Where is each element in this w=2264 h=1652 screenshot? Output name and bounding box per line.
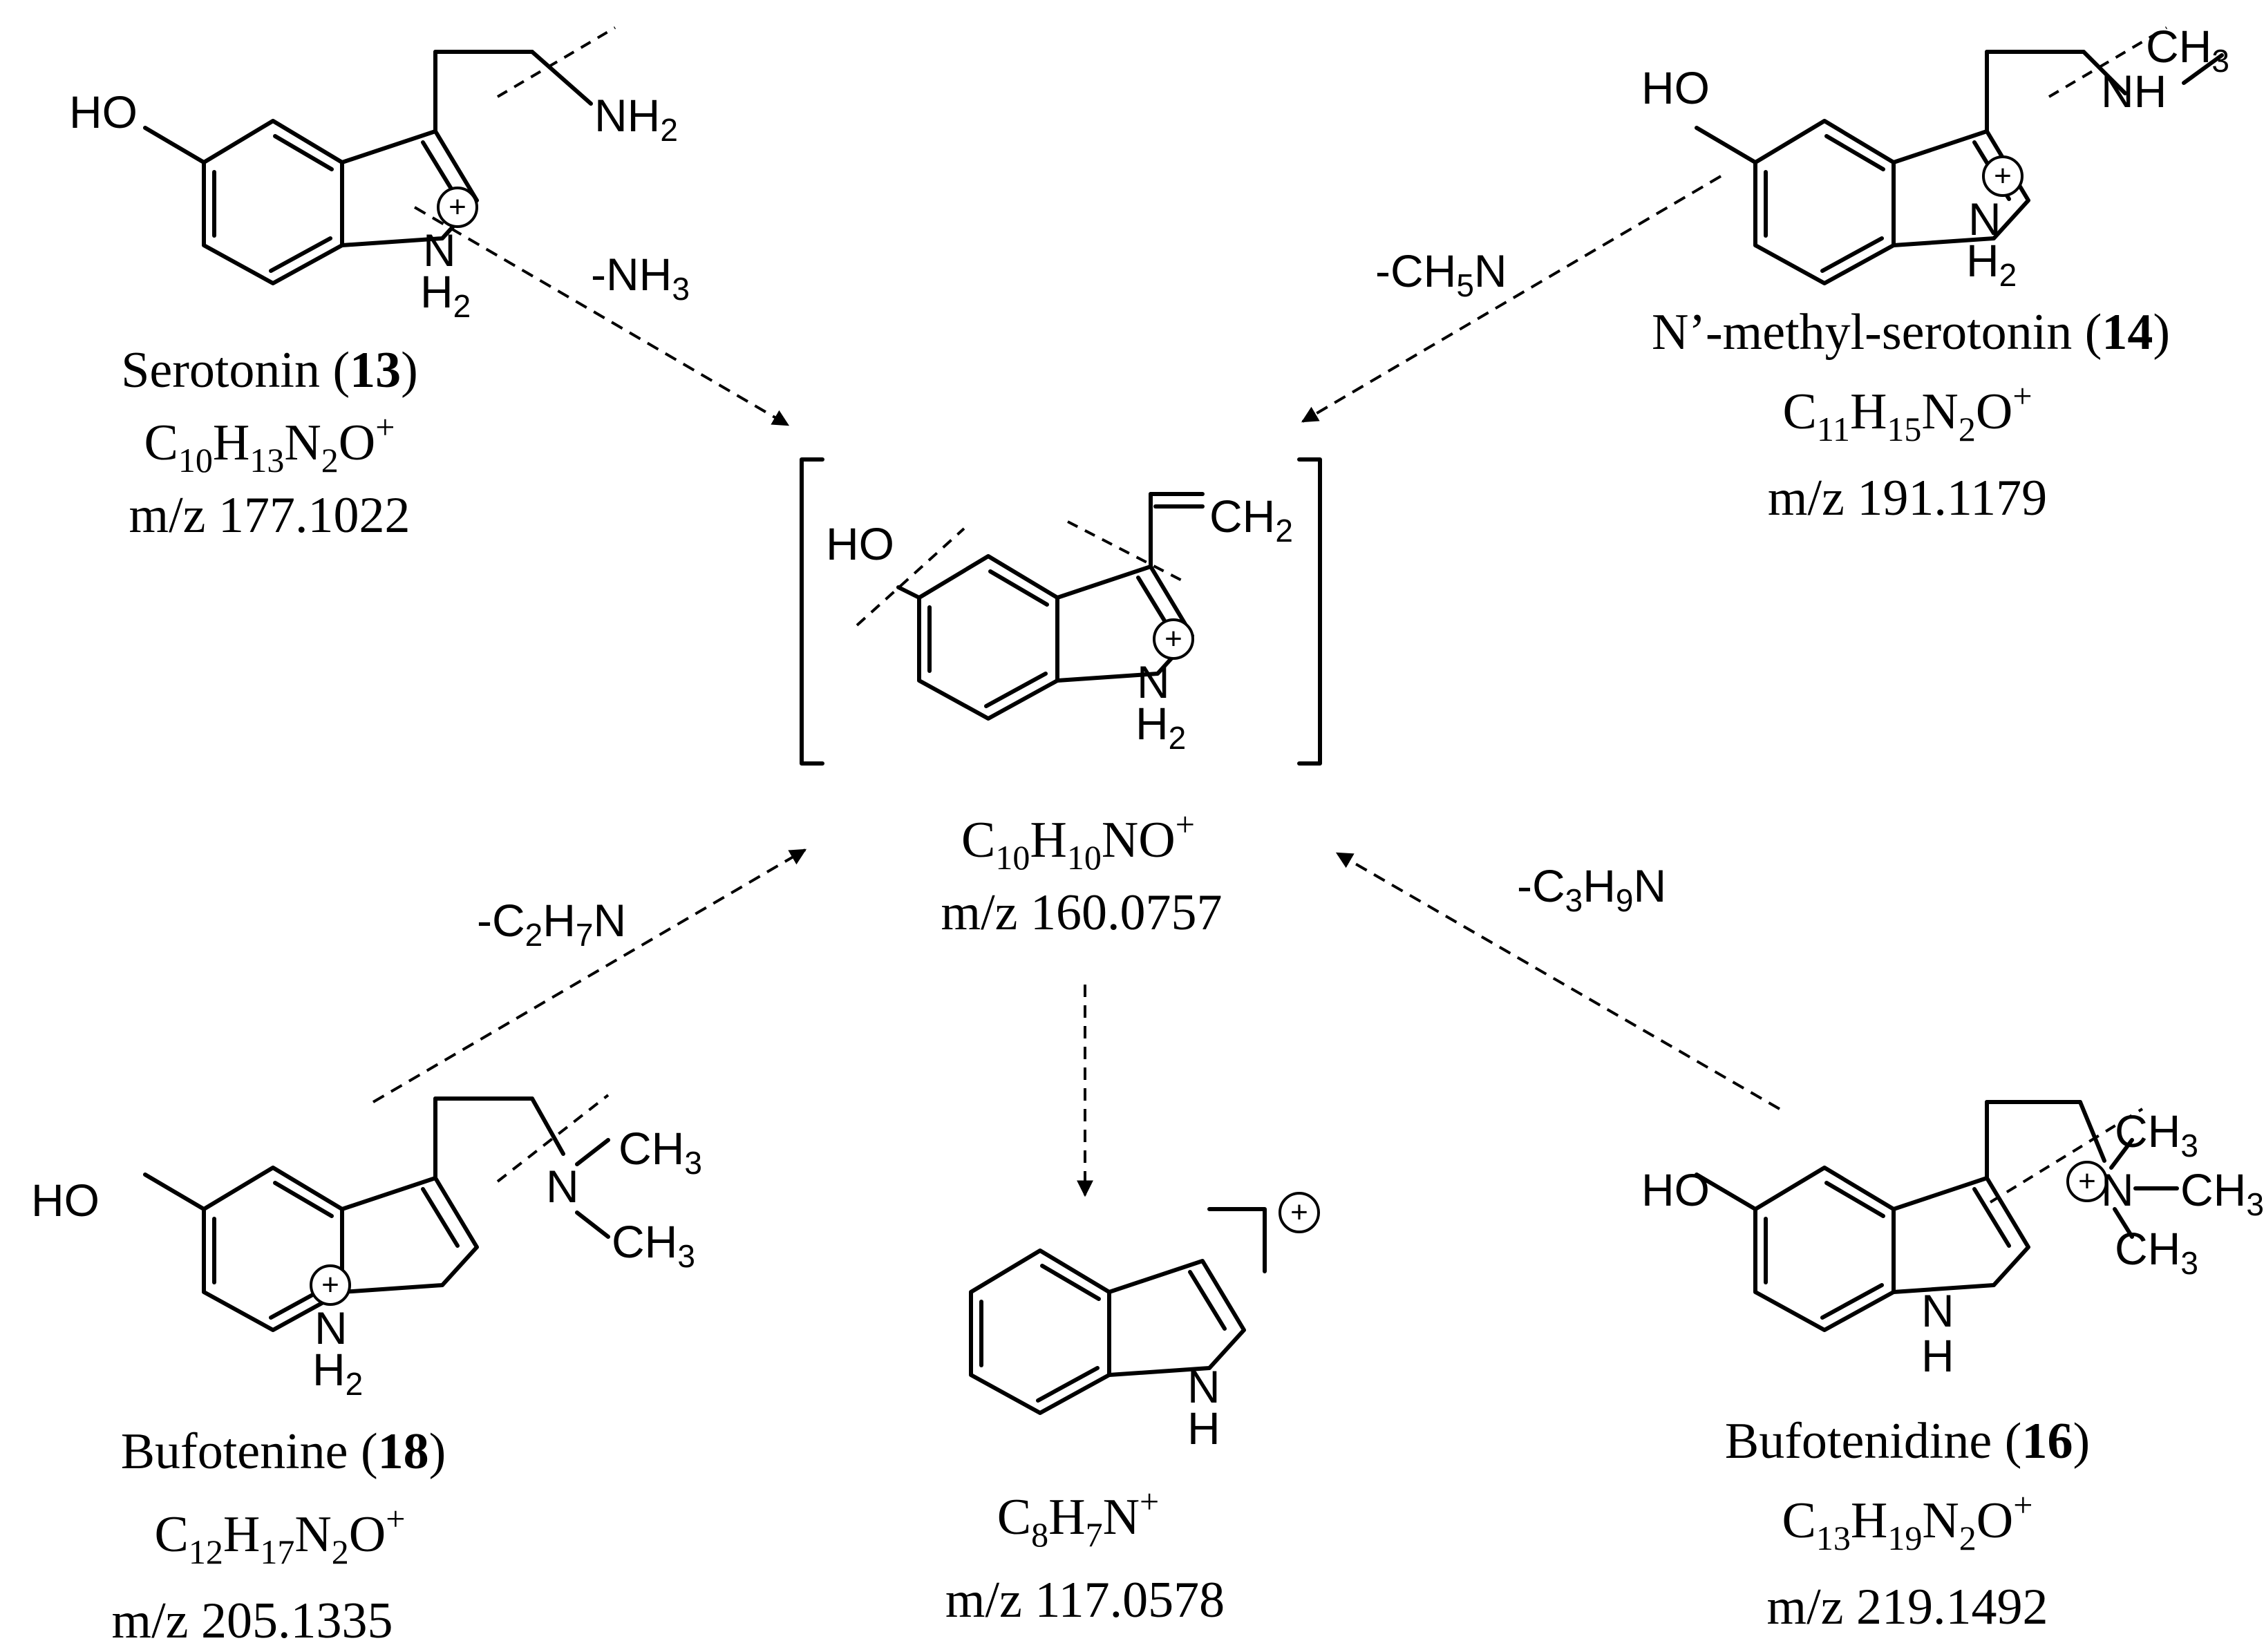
indole-nitrogen-label: N <box>1137 656 1170 708</box>
central-ion-caption: C10H10NO+ m/z 160.0757 <box>941 805 1223 941</box>
bufotenine-caption: Bufotenine (18) C12H17N2O+ m/z 205.1335 <box>112 1423 446 1649</box>
n-methyl-serotonin-structure: HO NH CH3 + N H2 <box>1641 21 2229 293</box>
serotonin-caption: Serotonin (13) C10H13N2O+ m/z 177.1022 <box>121 342 418 544</box>
indole-nitrogen-label: N <box>423 225 456 276</box>
hydroxyl-label: HO <box>31 1175 100 1226</box>
right-bracket <box>1297 457 1322 766</box>
arrow-n-methyl-serotonin-to-central <box>1301 175 1722 423</box>
middle-methyl-label: CH3 <box>2180 1164 2264 1222</box>
mass-to-charge: m/z 160.0757 <box>941 884 1223 941</box>
indole-nitrogen-label: N <box>1921 1285 1954 1336</box>
left-bracket <box>800 457 824 766</box>
positive-charge-symbol: + <box>449 190 466 224</box>
serotonin-structure: HO NH2 + N H2 <box>69 26 678 324</box>
quaternary-charge-symbol: + <box>2078 1164 2096 1198</box>
indole-nh2-label: H2 <box>1135 698 1186 756</box>
radical-cation-bracket <box>1207 1207 1267 1273</box>
molecular-formula: C11H15N2O+ <box>1782 377 2032 448</box>
indole-nitrogen-label: N <box>1968 193 2001 245</box>
positive-charge-symbol: + <box>321 1268 339 1302</box>
hydroxyl-label: HO <box>69 86 138 137</box>
loss-label-ch5n: -CH5N <box>1375 245 1507 303</box>
molecular-formula: C10H13N2O+ <box>144 408 395 480</box>
arrow-serotonin-to-central <box>413 206 790 426</box>
mass-to-charge: m/z 219.1492 <box>1767 1579 2048 1635</box>
lower-methyl-label: CH3 <box>2115 1223 2198 1281</box>
indole-nh-label: H <box>1187 1403 1220 1454</box>
bufotenidine-caption: Bufotenidine (16) C13H19N2O+ m/z 219.149… <box>1725 1413 2090 1635</box>
positive-charge-symbol: + <box>1994 159 2012 193</box>
arrow-bufotenidine-to-central <box>1335 852 1781 1110</box>
compound-name: Bufotenine (18) <box>121 1423 446 1480</box>
molecular-formula: C13H19N2O+ <box>1782 1485 2033 1557</box>
amine-label: NH <box>2101 66 2167 117</box>
indole-nitrogen-label: N <box>314 1302 348 1354</box>
mass-to-charge: m/z 117.0578 <box>945 1572 1225 1629</box>
dimethylamine-nitrogen-label: N <box>546 1161 579 1212</box>
amine-label: NH2 <box>594 90 678 148</box>
molecular-formula: C8H7N+ <box>997 1482 1159 1554</box>
central-ion-structure: HO CH2 + N H2 <box>800 457 1322 766</box>
indole-ion-caption: C8H7N+ m/z 117.0578 <box>945 1482 1225 1629</box>
mass-to-charge: m/z 205.1335 <box>112 1593 393 1649</box>
arrow-bufotenine-to-central <box>372 848 807 1103</box>
n-methyl-serotonin-caption: Nʼ-methyl-serotonin (14) C11H15N2O+ m/z … <box>1652 304 2170 526</box>
indole-nh2-label: H2 <box>420 266 471 324</box>
quaternary-nitrogen-label: N <box>2101 1164 2134 1215</box>
bufotenidine-structure: HO + N CH3 CH3 CH3 N H <box>1641 1100 2264 1381</box>
upper-methyl-label: CH3 <box>619 1123 702 1181</box>
positive-charge-symbol: + <box>1164 622 1182 656</box>
lower-methyl-label: CH3 <box>612 1216 695 1274</box>
mass-to-charge: m/z 177.1022 <box>129 487 411 544</box>
molecular-formula: C10H10NO+ <box>961 805 1195 877</box>
indole-nitrogen-label: N <box>1187 1361 1220 1412</box>
hydroxyl-label: HO <box>1641 62 1710 113</box>
compound-name: Nʼ-methyl-serotonin (14) <box>1652 304 2170 361</box>
loss-label-c3h9n: -C3H9N <box>1517 860 1666 918</box>
hydroxyl-label: HO <box>826 518 894 569</box>
loss-label-c2h7n: -C2H7N <box>477 895 626 953</box>
loss-label-nh3: -NH3 <box>591 249 690 307</box>
indole-nh-label: H <box>1921 1330 1954 1381</box>
mass-to-charge: m/z 191.1179 <box>1768 470 2047 526</box>
compound-name: Bufotenidine (16) <box>1725 1413 2090 1470</box>
upper-methyl-label: CH3 <box>2115 1105 2198 1164</box>
vinyl-ch2-label: CH2 <box>1209 491 1293 549</box>
indole-nh2-label: H2 <box>312 1344 363 1402</box>
positive-charge-symbol: + <box>1290 1195 1308 1229</box>
hydroxyl-label: HO <box>1641 1164 1710 1215</box>
indole-ion-structure: + N H <box>969 1192 1320 1454</box>
methyl-label: CH3 <box>2146 21 2229 79</box>
compound-name: Serotonin (13) <box>121 342 418 399</box>
indole-nh2-label: H2 <box>1966 235 2017 293</box>
molecular-formula: C12H17N2O+ <box>155 1499 406 1571</box>
bufotenine-structure: HO N CH3 CH3 + N H2 <box>31 1094 702 1402</box>
